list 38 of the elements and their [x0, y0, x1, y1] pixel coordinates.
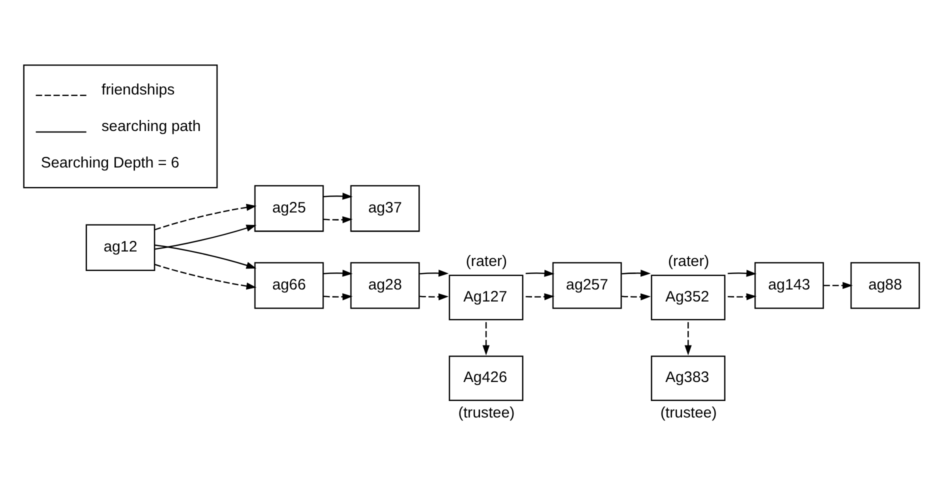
legend-label: searching path [102, 117, 201, 134]
arrow [323, 269, 353, 276]
arrow [323, 192, 353, 200]
arrow [420, 292, 449, 300]
node-box: ag257 [552, 262, 622, 308]
node-box: ag37 [350, 184, 420, 232]
arrow [728, 269, 757, 276]
node-box: Ag127 [448, 274, 524, 320]
arrow [154, 244, 256, 268]
arrow [622, 269, 651, 276]
legend-label: friendships [102, 80, 175, 98]
node-box: Ag383 [650, 355, 726, 401]
label: Searching Depth = 6 [40, 154, 180, 172]
node-box: ag28 [350, 262, 420, 308]
node-box: ag143 [754, 262, 824, 308]
arrow [324, 216, 353, 223]
node-box: ag88 [850, 262, 920, 308]
arrow [526, 269, 554, 276]
node-label: (trustee) [458, 404, 515, 422]
arrow [324, 292, 353, 300]
node-label: (rater) [668, 252, 710, 270]
node-box: ag12 [86, 224, 156, 270]
node-box: Ag426 [448, 355, 524, 401]
arrow [728, 292, 757, 300]
arrow [154, 224, 256, 250]
node-box: ag66 [254, 262, 324, 308]
arrow [482, 322, 490, 355]
arrow [526, 292, 554, 300]
arrow [622, 292, 651, 300]
node-box: Ag352 [650, 274, 726, 320]
arrow [154, 263, 257, 290]
node-label: (rater) [466, 252, 508, 270]
arrow [684, 322, 692, 355]
node-box: ag25 [254, 184, 324, 232]
arrow [420, 269, 449, 276]
arrow [154, 203, 257, 230]
node-label: (trustee) [660, 404, 717, 422]
arrow [824, 281, 853, 289]
